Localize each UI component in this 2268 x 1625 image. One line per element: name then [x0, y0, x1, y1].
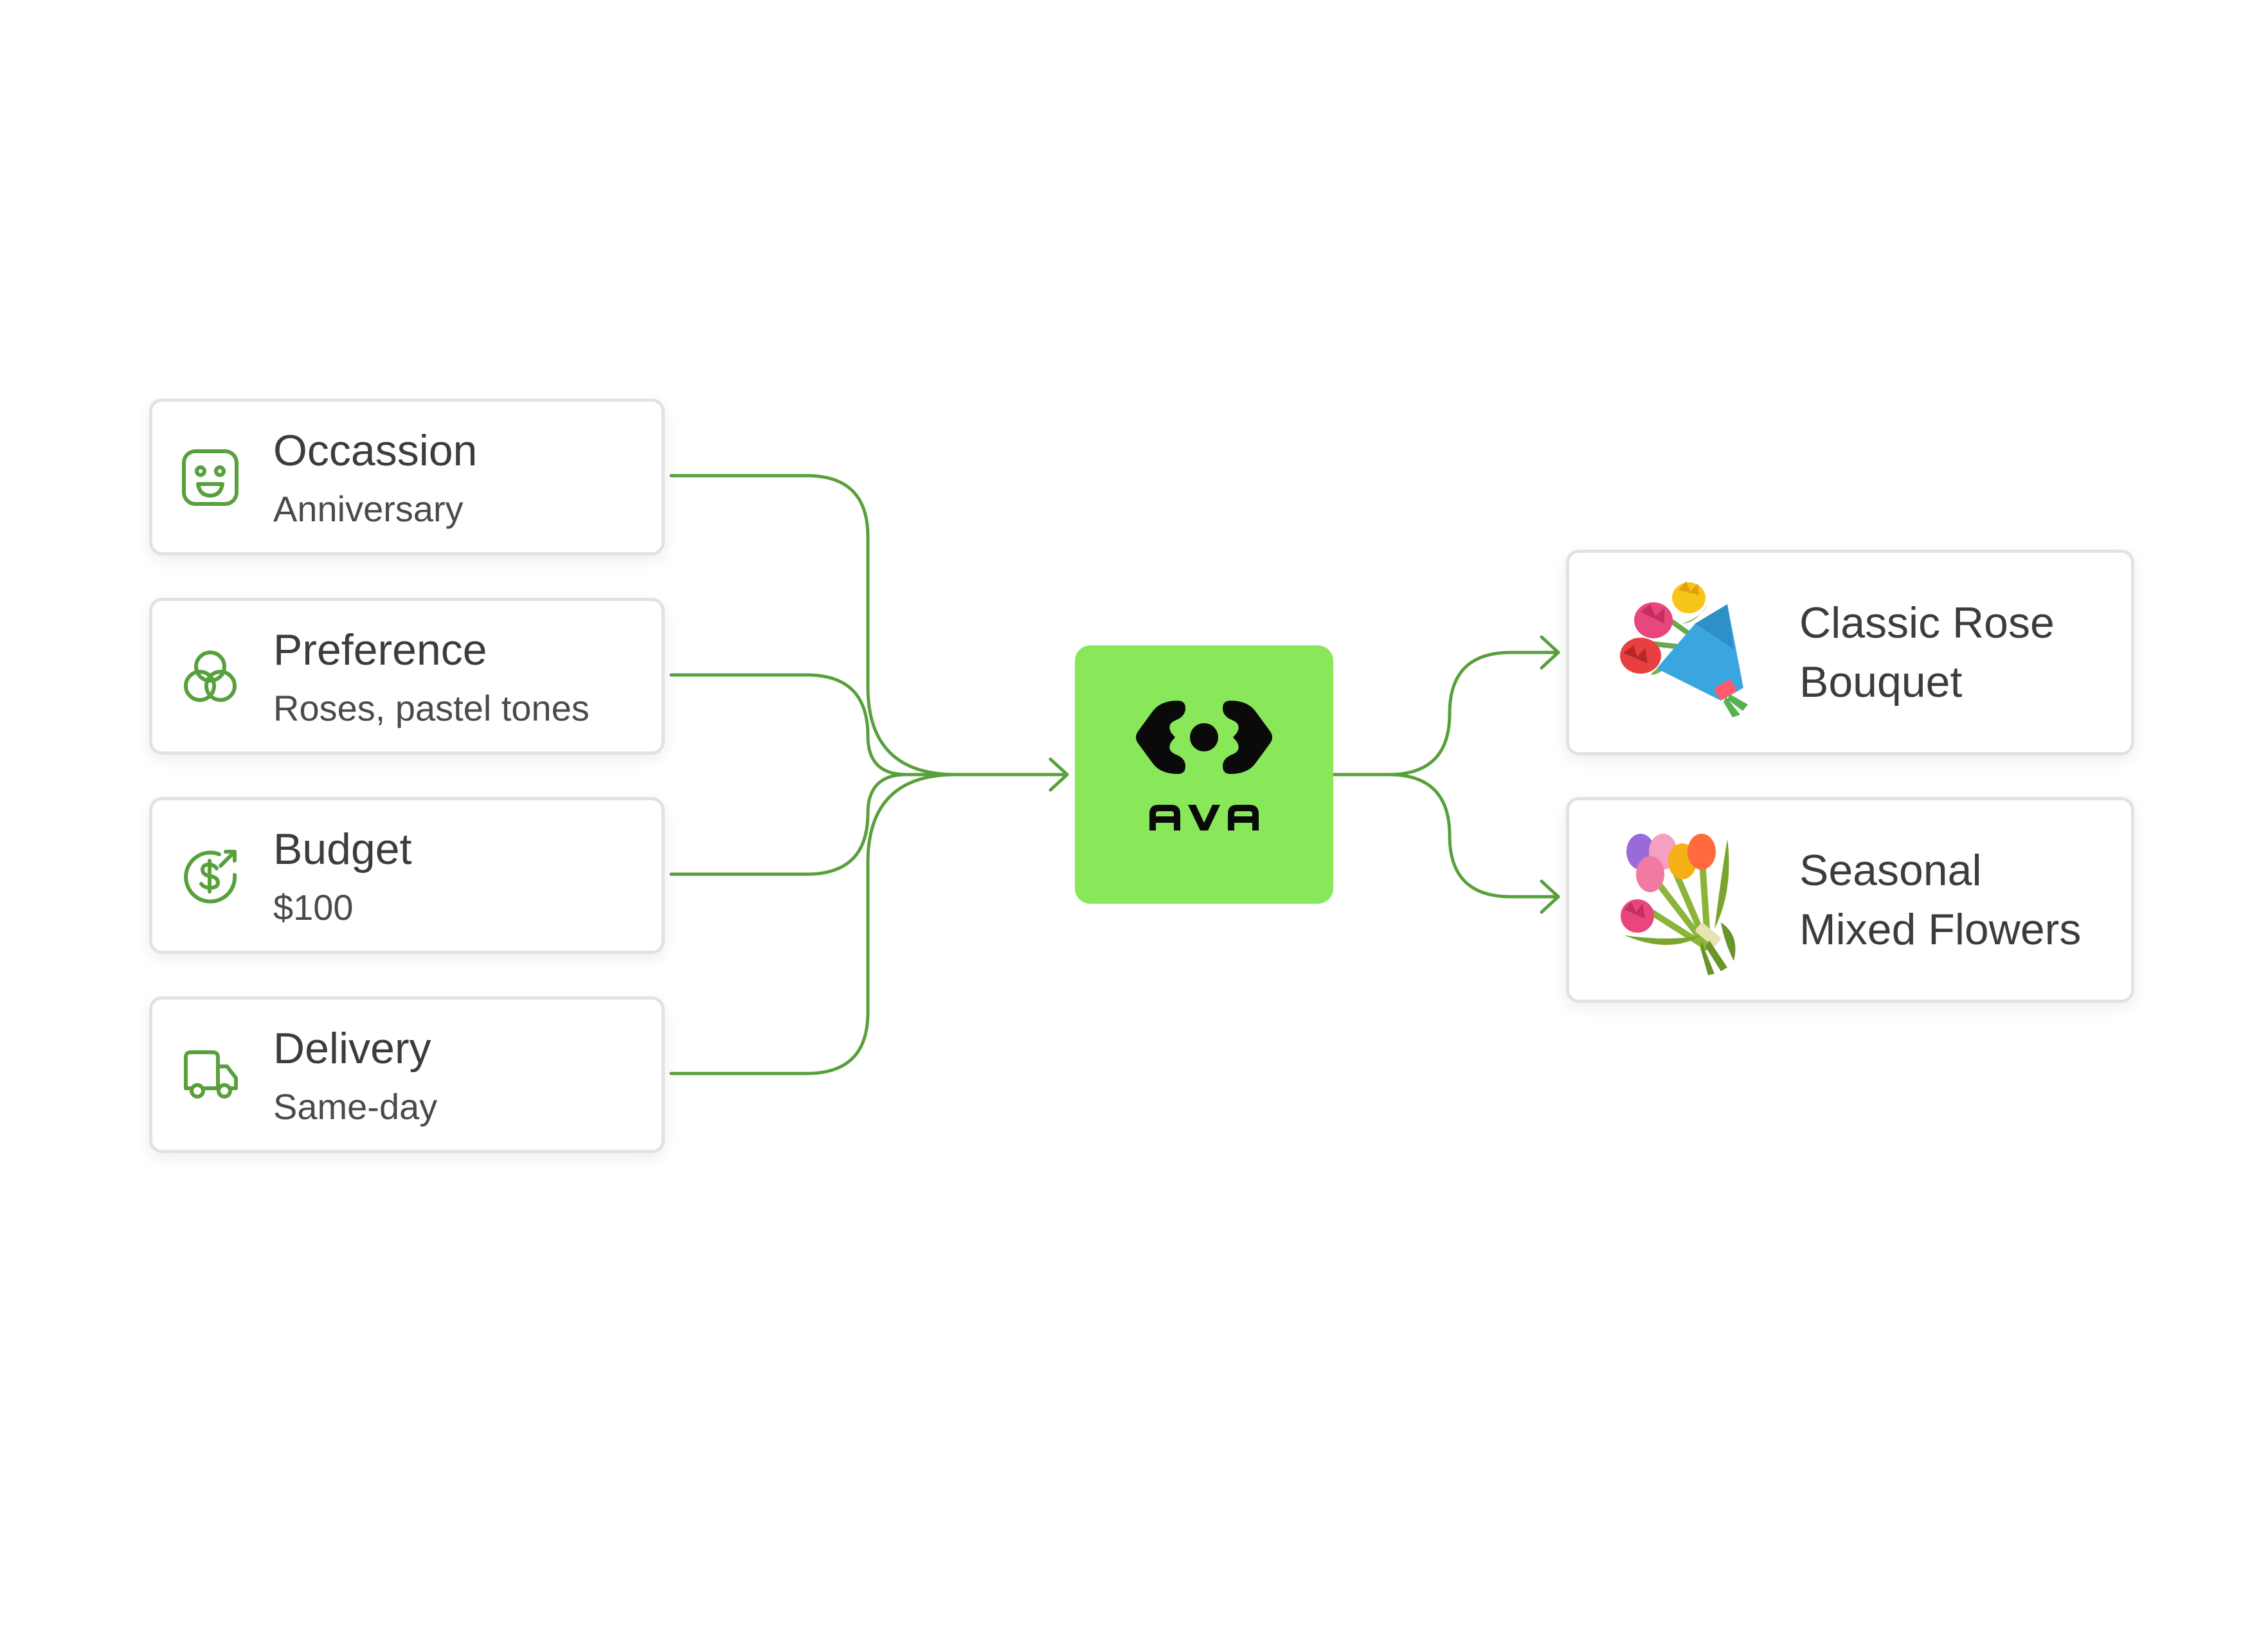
- ava-logo-icon: [1136, 701, 1272, 830]
- input-title: Delivery: [273, 1024, 431, 1073]
- arrow-output-2: [1540, 879, 1560, 914]
- input-card-occassion[interactable]: Occassion Anniversary: [149, 399, 665, 555]
- arrow-into-hub: [1048, 757, 1069, 792]
- input-card-preference[interactable]: Preference Roses, pastel tones: [149, 598, 665, 755]
- input-title: Preference: [273, 625, 487, 674]
- output-card-rose-bouquet[interactable]: Classic Rose Bouquet: [1566, 550, 2134, 755]
- output-label-line-1: Seasonal: [1799, 846, 1982, 895]
- input-value: $100: [273, 887, 354, 928]
- dollar-refresh-icon: [184, 850, 237, 904]
- output-label: Classic Rose Bouquet: [1799, 553, 2055, 752]
- output-label-line-2: Mixed Flowers: [1799, 905, 2082, 954]
- rose-bouquet-icon: [1620, 581, 1748, 717]
- tulip-bouquet-icon: [1621, 834, 1736, 975]
- input-title: Budget: [273, 825, 412, 874]
- input-title: Occassion: [273, 426, 478, 475]
- output-label-line-1: Classic Rose: [1799, 598, 2055, 647]
- connector-budget: [669, 773, 908, 876]
- connector-occassion: [669, 474, 958, 777]
- output-label: Seasonal Mixed Flowers: [1799, 800, 2081, 1000]
- connector-output-1: [1387, 651, 1560, 777]
- output-card-mixed-flowers[interactable]: Seasonal Mixed Flowers: [1566, 797, 2134, 1003]
- input-value: Anniversary: [273, 489, 464, 529]
- input-card-budget[interactable]: Budget $100: [149, 797, 665, 954]
- input-value: Same-day: [273, 1086, 438, 1127]
- overlapping-circles-icon: [184, 651, 237, 702]
- connector-preference: [669, 673, 908, 777]
- connector-output-2: [1387, 773, 1560, 899]
- delivery-truck-icon: [184, 1050, 238, 1099]
- arrow-output-1: [1540, 635, 1560, 670]
- input-card-delivery[interactable]: Delivery Same-day: [149, 996, 665, 1153]
- output-label-line-2: Bouquet: [1799, 658, 1963, 706]
- ava-hub[interactable]: [1075, 645, 1333, 904]
- connector-delivery: [669, 773, 958, 1075]
- smiley-face-icon: [182, 449, 239, 506]
- input-value: Roses, pastel tones: [273, 688, 590, 728]
